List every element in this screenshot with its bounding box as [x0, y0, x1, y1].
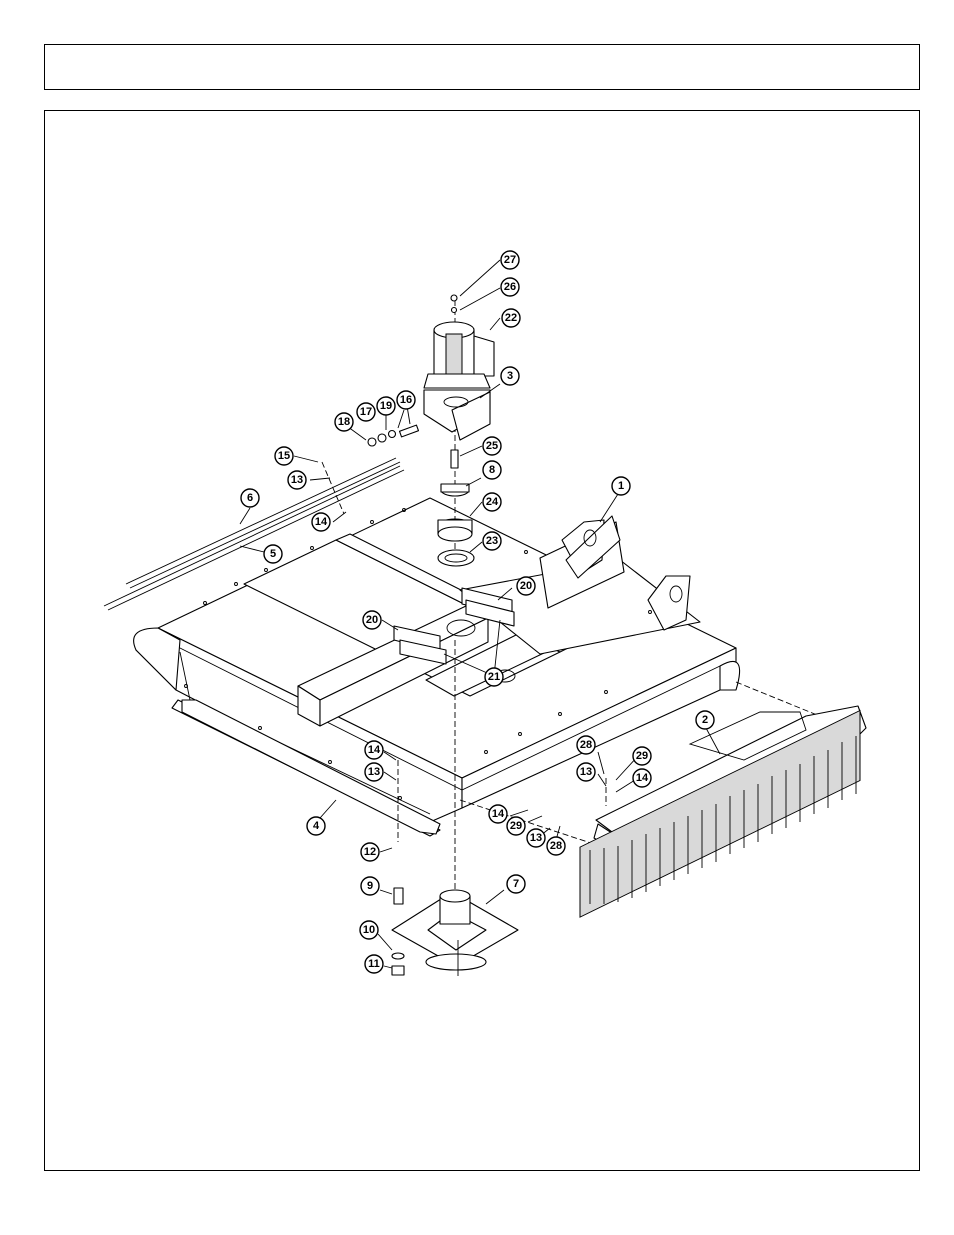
- spindle-assembly: [392, 888, 518, 976]
- callout-8: 8: [483, 461, 501, 479]
- svg-text:24: 24: [486, 496, 499, 508]
- svg-text:23: 23: [486, 535, 498, 547]
- callout-9: 9: [361, 877, 379, 895]
- svg-text:5: 5: [270, 548, 276, 560]
- svg-text:21: 21: [488, 671, 500, 683]
- callout-13-rod: 13: [288, 471, 306, 489]
- callout-22: 22: [502, 309, 520, 327]
- svg-text:20: 20: [520, 580, 532, 592]
- svg-text:1: 1: [618, 480, 624, 492]
- svg-text:2: 2: [702, 714, 708, 726]
- hardware-16-19: [368, 425, 418, 446]
- svg-text:13: 13: [291, 474, 303, 486]
- svg-text:17: 17: [360, 406, 372, 418]
- callout-20-left: 20: [363, 611, 381, 629]
- callout-13-skid: 13: [365, 763, 383, 781]
- svg-text:28: 28: [550, 840, 562, 852]
- callout-13-guard-bottom: 13: [527, 829, 545, 847]
- callout-25: 25: [483, 437, 501, 455]
- callout-14-skid: 14: [365, 741, 383, 759]
- callout-23: 23: [483, 532, 501, 550]
- callout-5: 5: [264, 545, 282, 563]
- svg-text:19: 19: [380, 400, 392, 412]
- callout-24: 24: [483, 493, 501, 511]
- callout-10: 10: [360, 921, 378, 939]
- svg-text:26: 26: [504, 281, 516, 293]
- svg-text:29: 29: [636, 750, 648, 762]
- callout-15: 15: [275, 447, 293, 465]
- svg-text:22: 22: [505, 312, 517, 324]
- svg-text:15: 15: [278, 450, 290, 462]
- callout-21: 21: [485, 668, 503, 686]
- svg-text:12: 12: [364, 846, 376, 858]
- svg-text:14: 14: [636, 772, 649, 784]
- callout-4: 4: [307, 817, 325, 835]
- svg-text:29: 29: [510, 820, 522, 832]
- callout-12: 12: [361, 843, 379, 861]
- svg-text:7: 7: [513, 878, 519, 890]
- callout-18: 18: [335, 413, 353, 431]
- svg-text:16: 16: [400, 394, 412, 406]
- callout-14-guard-bottom: 14: [489, 805, 507, 823]
- svg-text:18: 18: [338, 416, 350, 428]
- callout-14-guard-top: 14: [633, 769, 651, 787]
- callout-11: 11: [365, 955, 383, 973]
- svg-text:28: 28: [580, 739, 592, 751]
- callout-28-guard-bottom: 28: [547, 837, 565, 855]
- callout-1: 1: [612, 477, 630, 495]
- callout-17: 17: [357, 403, 375, 421]
- callout-6: 6: [241, 489, 259, 507]
- svg-text:13: 13: [580, 766, 592, 778]
- callout-7: 7: [507, 875, 525, 893]
- svg-text:14: 14: [315, 516, 328, 528]
- callout-26: 26: [501, 278, 519, 296]
- callout-3: 3: [501, 367, 519, 385]
- callout-28-guard-top: 28: [577, 736, 595, 754]
- callout-16: 16: [397, 391, 415, 409]
- callout-29-guard-top: 29: [633, 747, 651, 765]
- chain-guard: [580, 706, 866, 917]
- svg-text:14: 14: [492, 808, 505, 820]
- gearbox-assembly: [424, 295, 494, 440]
- svg-text:10: 10: [363, 924, 375, 936]
- svg-text:27: 27: [504, 254, 516, 266]
- callout-20-right: 20: [517, 577, 535, 595]
- svg-text:8: 8: [489, 464, 495, 476]
- svg-text:9: 9: [367, 880, 373, 892]
- svg-text:3: 3: [507, 370, 513, 382]
- callout-14-rod: 14: [312, 513, 330, 531]
- svg-text:11: 11: [368, 958, 380, 970]
- svg-text:14: 14: [368, 744, 381, 756]
- svg-text:13: 13: [368, 766, 380, 778]
- svg-text:4: 4: [313, 820, 320, 832]
- callout-2: 2: [696, 711, 714, 729]
- svg-text:20: 20: [366, 614, 378, 626]
- callout-13-guard-top: 13: [577, 763, 595, 781]
- callout-19: 19: [377, 397, 395, 415]
- callout-27: 27: [501, 251, 519, 269]
- svg-text:6: 6: [247, 492, 253, 504]
- svg-text:13: 13: [530, 832, 542, 844]
- svg-text:25: 25: [486, 440, 498, 452]
- callout-29-guard-bottom: 29: [507, 817, 525, 835]
